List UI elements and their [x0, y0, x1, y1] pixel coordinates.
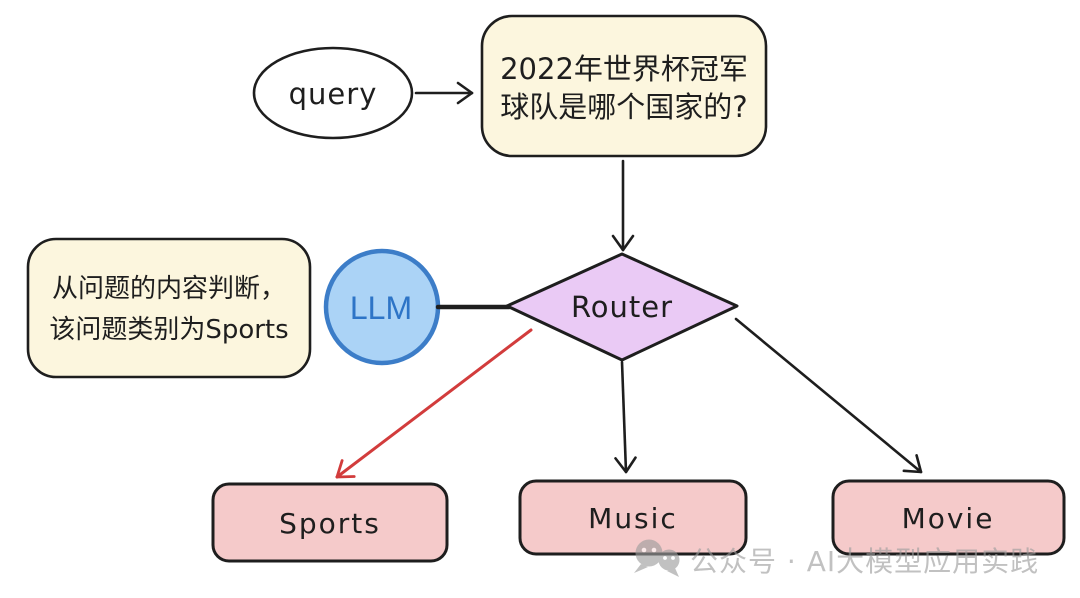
router-node: Router: [505, 252, 739, 362]
question-text-line2: 球队是哪个国家的?: [500, 90, 747, 124]
note-text-line1: 从问题的内容判断，: [52, 274, 286, 304]
question-text-line1: 2022年世界杯冠军: [500, 52, 748, 86]
music-box: [518, 479, 748, 556]
sports-label: Sports: [279, 507, 381, 540]
router-label: Router: [571, 290, 673, 324]
watermark-text: 公众号 · AI大模型应用实践: [690, 545, 1039, 578]
category-music-node: Music: [518, 479, 748, 556]
edge-router-to-movie-arrow: [734, 317, 923, 474]
router-diamond: [505, 252, 739, 362]
llm-node: LLM: [323, 248, 441, 366]
edge-router-to-music-arrow: [614, 360, 637, 474]
query-label: query: [289, 77, 378, 111]
note-text-line2: 该问题类别为Sports: [49, 315, 288, 345]
note-box: [26, 237, 312, 379]
edge-router-to-sports-arrow: [335, 328, 533, 479]
question-box-node: 2022年世界杯冠军 球队是哪个国家的?: [480, 14, 768, 158]
note-box-node: 从问题的内容判断， 该问题类别为Sports: [26, 237, 312, 379]
movie-box: [831, 479, 1066, 556]
llm-label: LLM: [350, 290, 412, 326]
watermark: 公众号 · AI大模型应用实践: [634, 539, 1039, 578]
question-box: [480, 14, 768, 158]
movie-label: Movie: [902, 502, 995, 535]
query-node: query: [252, 46, 414, 140]
category-movie-node: Movie: [831, 479, 1066, 556]
wechat-chat-bubbles-icon: [634, 539, 680, 577]
category-sports-node: Sports: [211, 482, 449, 563]
music-label: Music: [588, 502, 678, 535]
sports-box: [211, 482, 449, 563]
query-ellipse: [252, 46, 414, 140]
